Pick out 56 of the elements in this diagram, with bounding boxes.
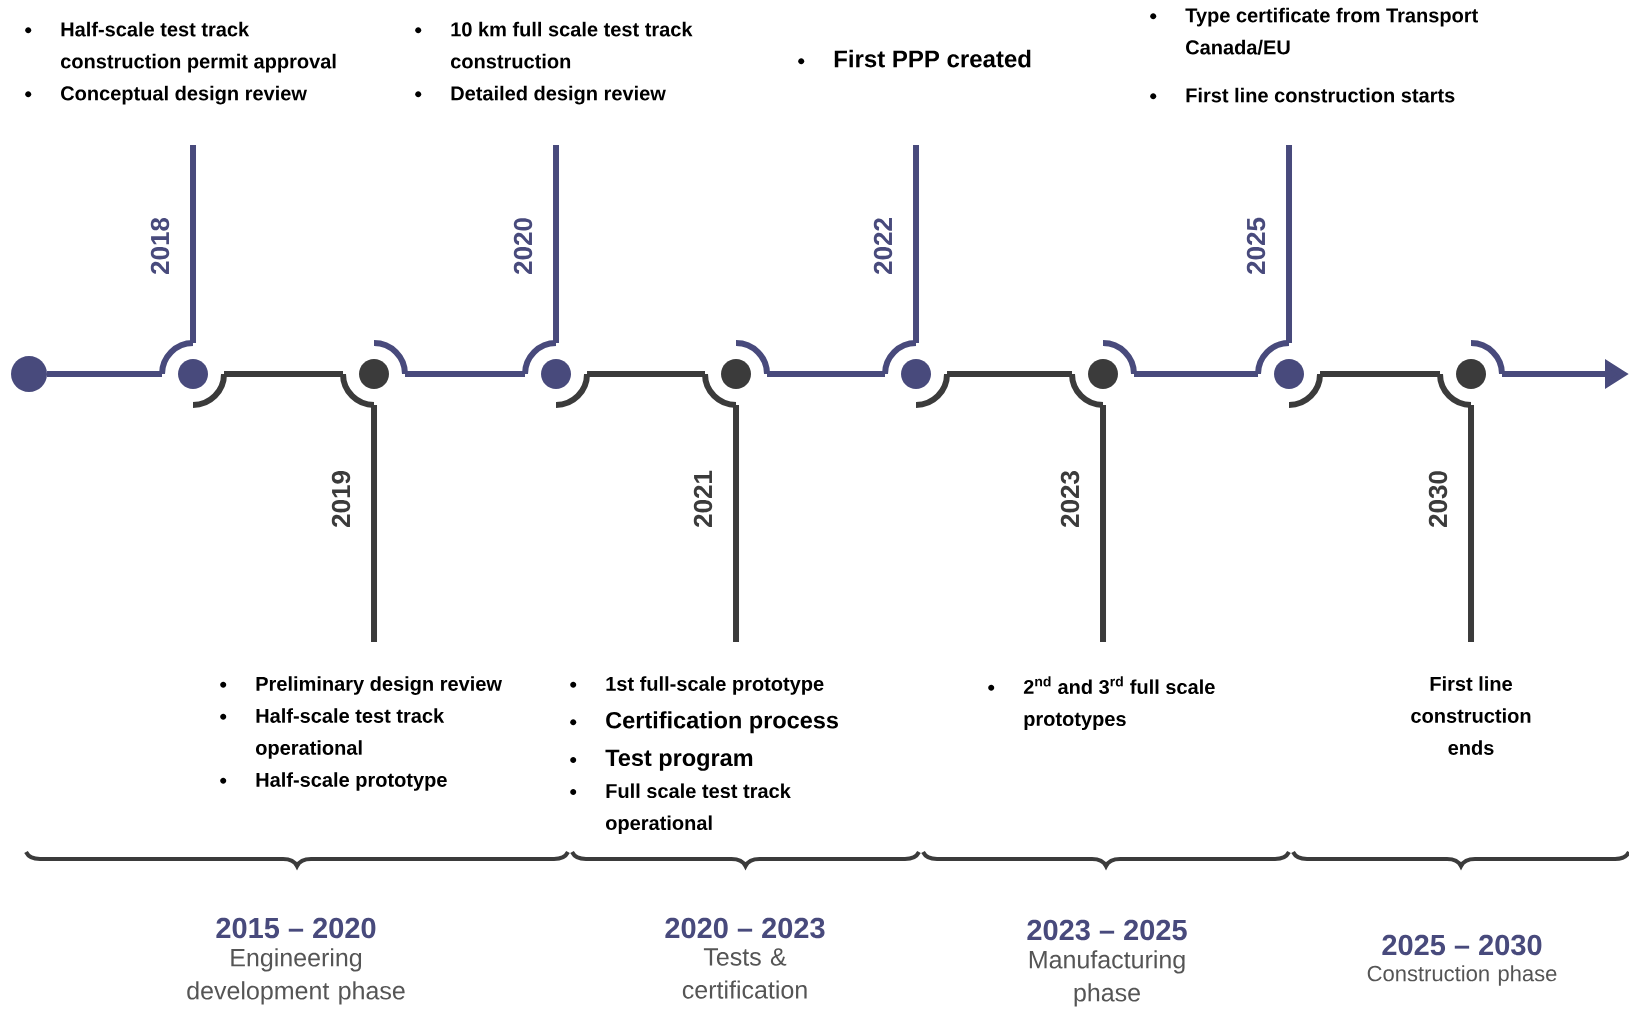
phase-name: Engineering development phase bbox=[187, 948, 405, 1005]
phase-years: 2015 – 2020 bbox=[216, 917, 376, 939]
node-label: Type certificate from Transport Canada/EU bbox=[1185, 7, 1478, 55]
timeline-line bbox=[913, 145, 919, 343]
node-label: Half-scale prototype bbox=[256, 772, 447, 791]
node-label: Half-scale test track operational bbox=[255, 708, 445, 759]
bullet-list: 10 km full scale test track construction Detailed design review bbox=[415, 21, 693, 105]
phase-name: Tests & certification bbox=[682, 948, 807, 999]
node-label: Certification process bbox=[606, 711, 838, 734]
phase-years: 2025 – 2030 bbox=[1382, 934, 1542, 956]
phase-years: 2020 – 2023 bbox=[665, 917, 825, 939]
node-label: Full scale test track operational bbox=[606, 783, 791, 835]
node-label: First PPP created bbox=[834, 49, 1031, 68]
bullet-list: 1st full-scale prototype Certification process Test program Full scale test track operational bbox=[570, 676, 838, 835]
timeline-line bbox=[1468, 405, 1474, 642]
year-label: 2025 bbox=[1246, 217, 1266, 274]
phase-name: Manufacturing phase bbox=[1029, 950, 1185, 1007]
year-label: 2022 bbox=[873, 218, 893, 274]
timeline-line bbox=[1100, 405, 1106, 642]
timeline-line bbox=[1134, 371, 1258, 377]
timeline-line bbox=[405, 371, 525, 377]
timeline-line bbox=[371, 405, 377, 642]
node-label: Detailed design review bbox=[451, 85, 666, 105]
node-label: Preliminary design review bbox=[256, 676, 502, 695]
timeline-line bbox=[1320, 371, 1440, 377]
year-label: 2021 bbox=[693, 470, 713, 527]
year-label: 2023 bbox=[1060, 471, 1080, 527]
year-label: 2030 bbox=[1428, 471, 1448, 527]
node-label: 2$^{nd}$ and 3$^{rd}$ full scale prototypes bbox=[1023, 676, 1215, 731]
year-label: 2020 bbox=[513, 218, 533, 274]
bullet-list: Half-scale test track construction permit approval Conceptual design review bbox=[25, 21, 336, 105]
bullet-list: 2$^{nd}$ and 3$^{rd}$ full scale prototypes bbox=[988, 676, 1215, 730]
bullet-list: First PPP created bbox=[798, 49, 1031, 68]
bullet-list: Type certificate from Transport Canada/EU First line construction starts bbox=[1150, 7, 1478, 103]
timeline-line bbox=[587, 371, 705, 377]
timeline-line bbox=[733, 405, 739, 642]
timeline-line bbox=[224, 371, 343, 377]
timeline-line bbox=[767, 371, 885, 377]
node-label: 1st full-scale prototype bbox=[606, 676, 824, 695]
timeline-line bbox=[190, 145, 196, 343]
node-label: 10 km full scale test track construction bbox=[451, 21, 693, 69]
phase-years: 2023 – 2025 bbox=[1027, 919, 1187, 941]
node-label: First line construction starts bbox=[1186, 87, 1455, 103]
milestone-text: First line construction ends bbox=[1411, 676, 1531, 755]
timeline-line bbox=[1286, 145, 1292, 343]
year-label: 2018 bbox=[150, 217, 170, 274]
node-label: Test program bbox=[605, 749, 753, 771]
milestone-dot bbox=[11, 356, 47, 392]
year-label: 2019 bbox=[331, 471, 351, 527]
timeline-line bbox=[47, 371, 162, 377]
node-label: Conceptual design review bbox=[61, 85, 307, 105]
node-label: Half-scale test track construction permit approval bbox=[60, 21, 336, 73]
bullet-list: Preliminary design review Half-scale test track operational Half-scale prototype bbox=[220, 676, 502, 791]
timeline-line bbox=[553, 145, 559, 343]
timeline-line bbox=[947, 371, 1072, 377]
phase-name: Construction phase bbox=[1367, 965, 1557, 986]
